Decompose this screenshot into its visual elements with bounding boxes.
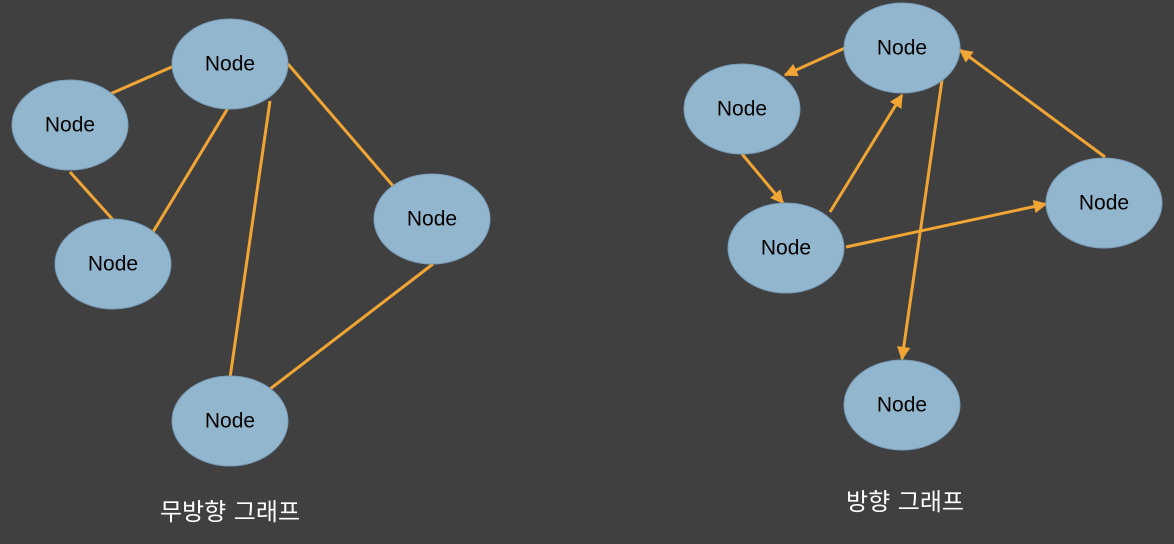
node-d2-shape [683, 63, 801, 155]
node-d3-shape [727, 202, 845, 294]
node-u1-label: Node [205, 53, 255, 76]
node-u4: Node [373, 173, 491, 265]
edge-u2-u3 [68, 170, 117, 224]
node-d1: Node [843, 2, 961, 94]
node-d4: Node [1045, 157, 1163, 249]
directed-graph: Node Node Node Node Node 방향 그래프 [683, 2, 1163, 516]
node-d3: Node [727, 202, 845, 294]
node-u5: Node [171, 375, 289, 467]
node-u3-shape [54, 218, 172, 310]
node-u5-shape [171, 375, 289, 467]
node-u3: Node [54, 218, 172, 310]
node-d1-shape [843, 2, 961, 94]
node-u2: Node [11, 79, 129, 171]
node-u2-shape [11, 79, 129, 171]
node-d2: Node [683, 63, 801, 155]
arrow-d4-d1 [958, 48, 1106, 159]
node-d5-label: Node [877, 394, 927, 417]
undirected-graph-caption: 무방향 그래프 [160, 498, 300, 526]
node-u5-label: Node [205, 410, 255, 433]
undirected-graph: Node Node Node Node Node 무방향 그래프 [11, 18, 491, 526]
node-d1-label: Node [877, 37, 927, 60]
arrow-d2-d3 [740, 153, 785, 205]
directed-edges [740, 46, 1106, 361]
edge-u4-u5 [269, 262, 434, 391]
directed-graph-caption: 방향 그래프 [846, 488, 964, 516]
node-u1-shape [171, 18, 289, 110]
node-d4-shape [1045, 157, 1163, 249]
node-u2-label: Node [45, 114, 95, 137]
node-d4-label: Node [1079, 192, 1129, 215]
edge-u1-u4 [286, 63, 396, 188]
node-u3-label: Node [88, 253, 138, 276]
node-d2-label: Node [717, 98, 767, 121]
arrow-d1-d5 [897, 79, 944, 361]
node-d5-shape [843, 359, 961, 451]
undirected-edges [68, 63, 434, 391]
node-d5: Node [843, 359, 961, 451]
node-u4-label: Node [407, 208, 457, 231]
arrow-d3-d1 [828, 93, 904, 213]
node-u4-shape [373, 173, 491, 265]
arrow-d3-d4 [845, 199, 1048, 249]
node-u1: Node [171, 18, 289, 110]
edge-u1-u3 [151, 107, 230, 233]
edge-u2-u1 [109, 64, 175, 96]
edge-u1-u5 [228, 100, 272, 379]
arrow-d1-d2 [783, 46, 846, 77]
node-d3-label: Node [761, 237, 811, 260]
